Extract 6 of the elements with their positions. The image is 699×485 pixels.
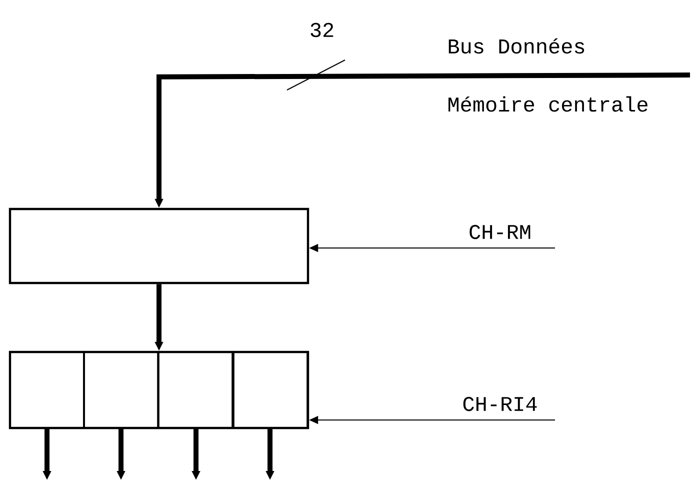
- register-box: [8, 208, 310, 284]
- bus-label: Mémoire centrale: [448, 96, 648, 112]
- edge-label: CH-RI4: [463, 396, 537, 412]
- edge-label: CH-RM: [470, 224, 530, 240]
- bus-label: Bus Données: [448, 38, 584, 54]
- edge-label: 32: [310, 22, 334, 38]
